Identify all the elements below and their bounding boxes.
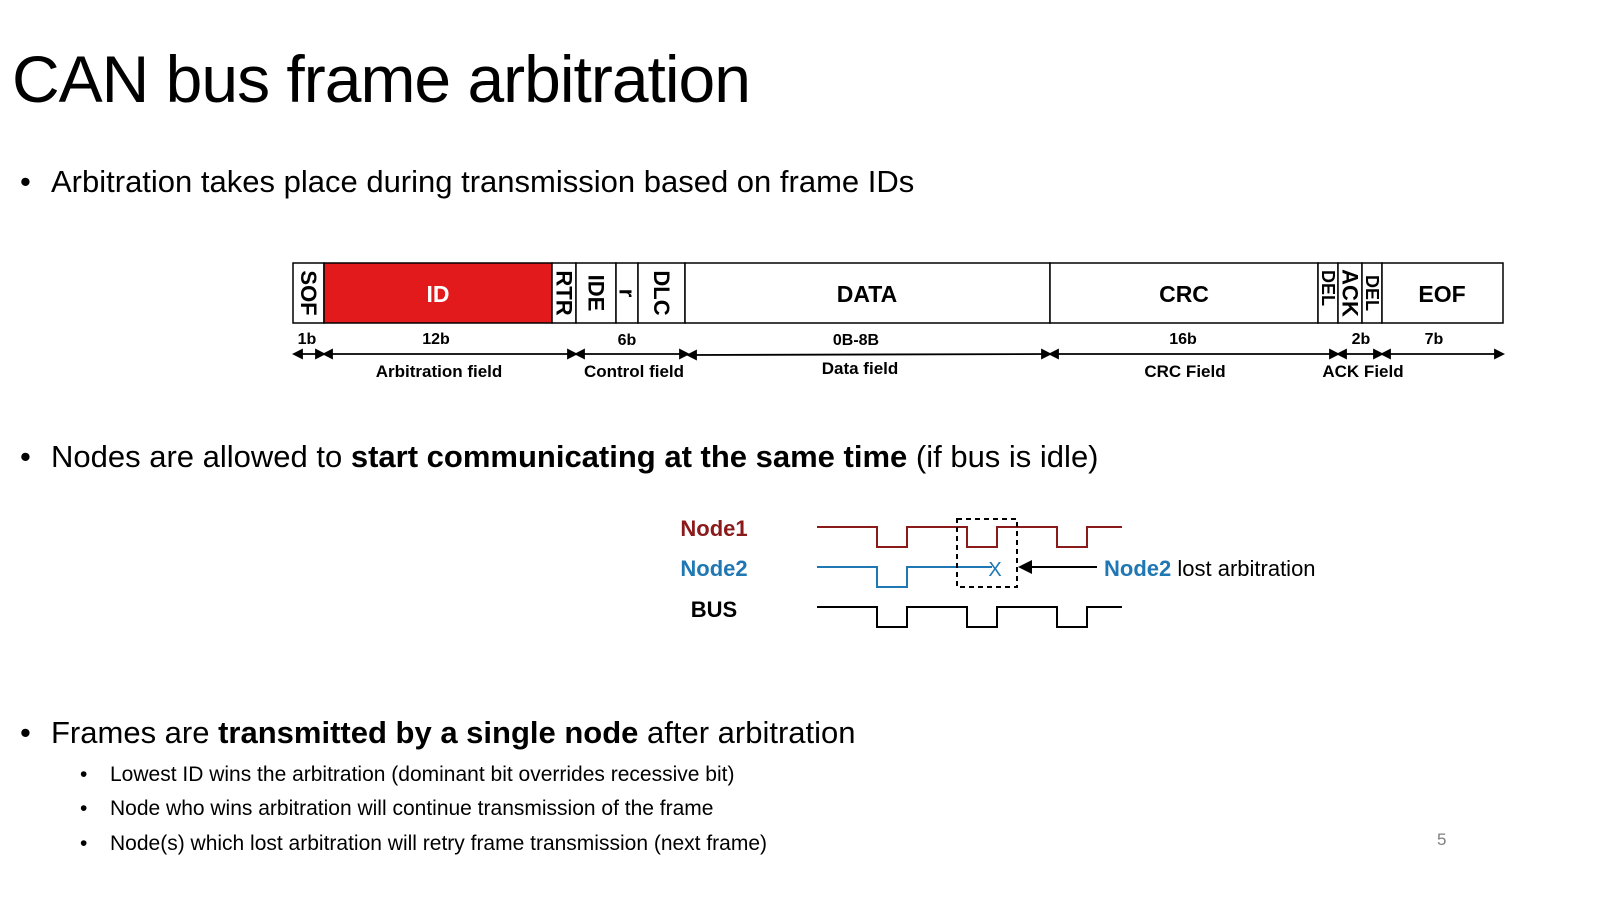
- segment-data-label: DATA: [837, 281, 897, 307]
- frame-segments: SOF ID RTR IDE r DLC DATA CRC: [292, 262, 1504, 324]
- segment-dlc-label: DLC: [649, 270, 674, 315]
- segment-crc-del-label: DEL: [1318, 270, 1338, 306]
- text-run: start communicating at the same time: [350, 439, 908, 474]
- slide-title: CAN bus frame arbitration: [12, 42, 751, 116]
- segment-crc-del: DEL: [1317, 262, 1339, 324]
- segment-ide: IDE: [575, 262, 617, 324]
- sub-bullet-dot: •: [80, 797, 88, 820]
- size-label-control: 6b: [618, 332, 637, 349]
- size-label-crc: 16b: [1169, 331, 1197, 348]
- segment-ack: ACK: [1337, 262, 1363, 324]
- annotation-rest: lost arbitration: [1171, 556, 1315, 581]
- segment-id: ID: [323, 262, 553, 324]
- signal-label-bus: BUS: [691, 597, 737, 622]
- signal-label-node2: Node2: [680, 556, 747, 581]
- sub-bullet-dot: •: [80, 832, 88, 855]
- segment-ide-label: IDE: [584, 275, 609, 312]
- signal-label-node1: Node1: [680, 516, 747, 541]
- segment-r-label: r: [615, 289, 640, 298]
- segment-ack-del-label: DEL: [1362, 275, 1382, 311]
- field-label-crc: CRC Field: [1144, 362, 1225, 381]
- bullet-dot: •: [20, 715, 31, 750]
- segment-sof: SOF: [292, 262, 325, 324]
- text-run: Nodes are allowed to: [51, 439, 351, 474]
- sub-bullet-3-text: Node(s) which lost arbitration will retr…: [110, 832, 768, 855]
- segment-eof-label: EOF: [1418, 281, 1465, 307]
- text-run: after arbitration: [638, 715, 856, 750]
- annotation-node2: Node2: [1104, 556, 1171, 581]
- arbitration-timing-diagram: Node1 Node2 BUS X Node2 lost arbitration: [680, 516, 1316, 628]
- bullet-dot: •: [20, 439, 31, 474]
- field-label-data: Data field: [822, 359, 899, 378]
- segment-eof: EOF: [1381, 262, 1504, 324]
- sub-bullet-2-text: Node who wins arbitration will continue …: [110, 797, 714, 820]
- segment-rtr: RTR: [551, 262, 577, 324]
- segment-sof-label: SOF: [296, 270, 321, 315]
- bullet-2-text: Nodes are allowed to start communicating…: [51, 439, 1099, 474]
- field-labels: Arbitration field Control field Data fie…: [376, 359, 1404, 381]
- size-label-data: 0B-8B: [833, 332, 879, 349]
- size-label-id: 12b: [422, 331, 450, 348]
- bullet-3: • Frames are transmitted by a single node…: [20, 714, 856, 751]
- text-run: Arbitration takes place during transmiss…: [51, 164, 915, 199]
- segment-crc-label: CRC: [1159, 281, 1209, 307]
- segment-id-label: ID: [427, 281, 450, 307]
- size-label-eof: 7b: [1425, 331, 1444, 348]
- segment-dlc: DLC: [637, 262, 686, 324]
- segment-id-box: [323, 262, 553, 324]
- span-arrows: [291, 348, 1506, 361]
- sub-bullet-2: • Node who wins arbitration will continue…: [80, 796, 713, 821]
- bullet-2: • Nodes are allowed to start communicatin…: [20, 438, 1099, 475]
- sub-bullet-3: • Node(s) which lost arbitration will ret…: [80, 831, 767, 856]
- text-run: transmitted by a single node: [218, 715, 639, 750]
- bullet-dot: •: [20, 164, 31, 199]
- bullet-1: • Arbitration takes place during transmis…: [20, 163, 914, 200]
- slide-number: 5: [1437, 830, 1447, 849]
- text-run: Frames are: [51, 715, 219, 750]
- segment-data: DATA: [684, 262, 1051, 324]
- sub-bullet-1-text: Lowest ID wins the arbitration (dominant…: [110, 763, 735, 786]
- sub-bullet-1: • Lowest ID wins the arbitration (dominan…: [80, 762, 734, 787]
- sub-bullet-dot: •: [80, 763, 88, 786]
- node2-waveform: [817, 566, 992, 588]
- can-frame-diagram: SOF ID RTR IDE r DLC DATA CRC: [291, 262, 1506, 381]
- collision-mark: X: [988, 559, 1001, 581]
- lost-arbitration-arrow: [1018, 560, 1097, 574]
- field-label-control: Control field: [584, 362, 684, 381]
- field-label-ack: ACK Field: [1322, 362, 1403, 381]
- size-label-ack: 2b: [1352, 331, 1371, 348]
- segment-ack-label: ACK: [1338, 269, 1363, 317]
- collision-highlight-box: [956, 518, 1018, 588]
- bullet-1-text: Arbitration takes place during transmiss…: [51, 164, 914, 199]
- bullet-3-text: Frames are transmitted by a single node …: [51, 715, 856, 750]
- segment-ack-del: DEL: [1361, 262, 1383, 324]
- text-run: (if bus is idle): [907, 439, 1099, 474]
- segment-r: r: [615, 262, 640, 324]
- segment-crc: CRC: [1049, 262, 1319, 324]
- segment-rtr-label: RTR: [552, 270, 577, 315]
- field-label-arbitration: Arbitration field: [376, 362, 503, 381]
- lost-arbitration-annotation: Node2 lost arbitration: [1104, 556, 1316, 581]
- bus-waveform: [817, 606, 1122, 628]
- size-label-sof: 1b: [298, 331, 317, 348]
- size-labels: 1b 12b 6b 0B-8B 16b 2b 7b: [298, 331, 1444, 349]
- node1-waveform: [817, 526, 1122, 548]
